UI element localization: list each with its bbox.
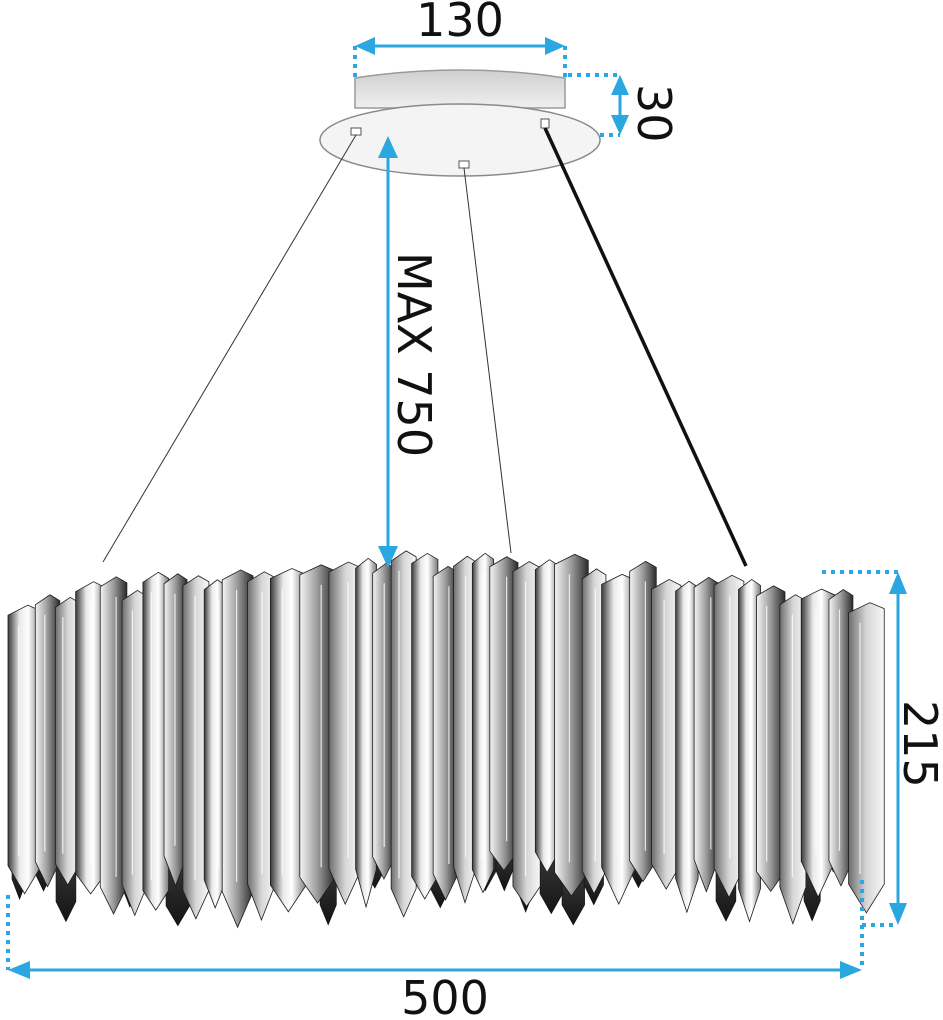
canopy-width-dimension: 130 [353,0,567,78]
chrome-bar [355,557,377,909]
canopy-height-label: 30 [627,84,681,143]
chrome-bar [512,561,541,908]
chrome-bar [142,571,170,911]
shade-height-dimension: 215 [822,570,943,927]
shade-diameter-dimension: 500 [6,895,864,1020]
canopy-width-label: 130 [416,0,504,47]
suspension-cables [102,127,748,567]
chrome-bar [390,550,417,918]
chrome-bar [471,552,495,894]
canopy-height-dimension: 30 [568,73,681,143]
shade-height-label: 215 [893,700,943,788]
max-drop-dimension: MAX 750 [378,136,441,568]
chrome-crystal-shade [7,550,885,929]
max-drop-label: MAX 750 [387,252,441,457]
shade-diameter-label: 500 [401,971,489,1020]
chrome-bar [848,602,885,914]
chrome-bar [675,580,699,914]
